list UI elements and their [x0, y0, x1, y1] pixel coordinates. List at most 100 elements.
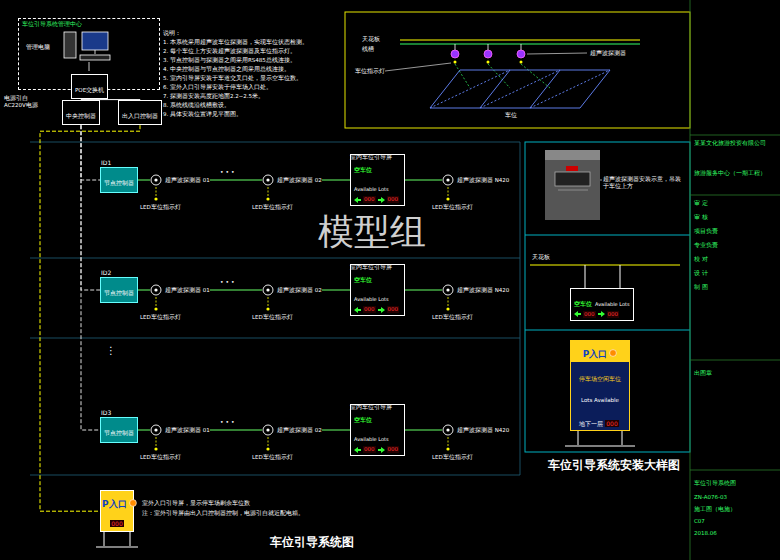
tray-label: 线槽	[362, 46, 374, 53]
sign-off-field: 校 对	[694, 256, 708, 263]
detector-label: 超声波探测器	[590, 50, 626, 57]
drawing-date: 2018.06	[694, 530, 717, 537]
ceiling-label: 天花板	[532, 254, 550, 261]
detector-symbol	[442, 424, 454, 436]
client-name: 某某文化旅游投资有限公司	[694, 140, 774, 147]
device-name: 中央控制器	[66, 113, 96, 119]
stamp-field: 出图章	[694, 370, 712, 377]
detector-symbol	[442, 174, 454, 186]
arrow-icon	[574, 311, 581, 317]
device-box: POE交换机	[71, 74, 108, 99]
drawing-number: ZN-A076-03	[694, 494, 727, 501]
device-name: 节点控制器	[104, 180, 134, 186]
controller-id: ID3	[101, 409, 111, 416]
controller-id: ID1	[101, 159, 111, 166]
screen-subtitle: Available Lots	[354, 186, 389, 192]
detector-symbol	[150, 424, 162, 436]
screen-title: 空车位	[574, 300, 592, 307]
guidance-screen: 空车位 Available Lots 000 000	[350, 154, 405, 206]
detector-symbol	[262, 284, 274, 296]
lot-count: 000	[387, 306, 400, 313]
detector-symbol	[262, 424, 274, 436]
bus-cable	[210, 290, 262, 291]
detail-frame	[345, 12, 690, 128]
indicator-label: LED车位指示灯	[140, 204, 181, 211]
ceiling-line	[530, 265, 680, 266]
detector: 超声波探测器 02	[262, 284, 322, 296]
detector-symbol	[150, 284, 162, 296]
indicator-label: LED车位指示灯	[432, 314, 473, 321]
sign-off-field: 制 图	[694, 284, 708, 291]
bus-cable	[138, 430, 150, 431]
control-room-frame: 车位引导系统管理中心POE交换机	[18, 18, 160, 90]
install-note: 超声波探测器安装示意，吊装于车位上方	[603, 176, 683, 189]
node-controller: ID2节点控制器	[100, 277, 138, 302]
detail-frame	[525, 142, 690, 452]
device-name: 出入口控制器	[122, 113, 158, 119]
lot-count: 000	[387, 196, 400, 203]
ellipsis: • • •	[220, 278, 234, 285]
ellipsis: • • •	[220, 418, 234, 425]
bus-cable	[138, 290, 150, 291]
node-controller: ID3节点控制器	[100, 417, 138, 442]
detector-label: 超声波探测器 N420	[457, 427, 509, 434]
arrow-icon	[354, 307, 361, 313]
arrow-icon	[354, 447, 361, 453]
detector: 超声波探测器 01	[150, 284, 210, 296]
guidance-screen: 空车位Available Lots000000	[350, 264, 405, 316]
lot-count: 000	[363, 196, 376, 203]
sheet-code: C07	[694, 518, 705, 525]
screen-subtitle: Available Lots	[354, 436, 389, 442]
indicator-label: LED车位指示灯	[432, 454, 473, 461]
screen-title: 空车位	[354, 166, 372, 173]
screen-label: 室内车位引导屏	[350, 264, 392, 271]
note-line: 8. 系统线缆沿线槽敷设。	[163, 102, 230, 109]
arrow-icon	[354, 197, 361, 203]
sign-off-field: 项目负责	[694, 228, 718, 235]
leader-line	[385, 53, 587, 71]
lot-count: 000	[363, 306, 376, 313]
bus-cable	[322, 430, 350, 431]
lot-count: 000	[387, 446, 400, 453]
sign-off-field: 设 计	[694, 270, 708, 277]
lot-count: 000	[363, 446, 376, 453]
detector: 超声波探测器 01	[150, 174, 210, 186]
detector-label: 超声波探测器 02	[277, 427, 322, 434]
detector: 超声波探测器 N420	[442, 424, 509, 436]
note-line: 7. 探测器安装高度距地面2.2~2.5米。	[163, 93, 264, 100]
bus-cable	[81, 125, 100, 290]
note-line: 5. 室内引导屏安装于车道交叉口处，显示空车位数。	[163, 75, 302, 82]
lot-count: 000	[607, 311, 620, 318]
ceiling-line	[400, 39, 640, 40]
device-name: 节点控制器	[104, 290, 134, 296]
device-name: 节点控制器	[104, 430, 134, 436]
device-label: 管理电脑	[26, 44, 50, 51]
bus-cable	[81, 125, 100, 180]
sign-title: P入口	[102, 499, 127, 509]
figure-caption: 车位引导系统图	[270, 535, 354, 549]
indicator-label: LED车位指示灯	[252, 314, 293, 321]
indicator-label: 车位指示灯	[355, 68, 385, 75]
title-block-line	[690, 0, 780, 560]
computer-icon	[64, 32, 110, 71]
detector-label: 超声波探测器 02	[277, 287, 322, 294]
note-line: 9. 具体安装位置详见平面图。	[163, 111, 242, 118]
cable-tray	[400, 44, 640, 45]
detection-beam	[455, 64, 550, 88]
sign-text: 停车场空闲车位	[579, 376, 621, 382]
arrow-icon	[378, 197, 385, 203]
detector-label: 超声波探测器 02	[277, 177, 322, 184]
indicator-label: LED车位指示灯	[432, 204, 473, 211]
screen-subtitle: Available Lots	[354, 296, 389, 302]
detector-label: 超声波探测器 N420	[457, 177, 509, 184]
parking-space	[430, 70, 610, 108]
detector: 超声波探测器 02	[262, 424, 322, 436]
detector: 超声波探测器 02	[262, 174, 322, 186]
lot-count: 000	[605, 420, 618, 427]
bus-cable	[138, 180, 150, 181]
separator-line	[30, 142, 520, 475]
detector-symbol	[150, 174, 162, 186]
detector-symbol	[442, 284, 454, 296]
note-line: 2. 每个车位上方安装超声波探测器及车位指示灯。	[163, 48, 296, 55]
